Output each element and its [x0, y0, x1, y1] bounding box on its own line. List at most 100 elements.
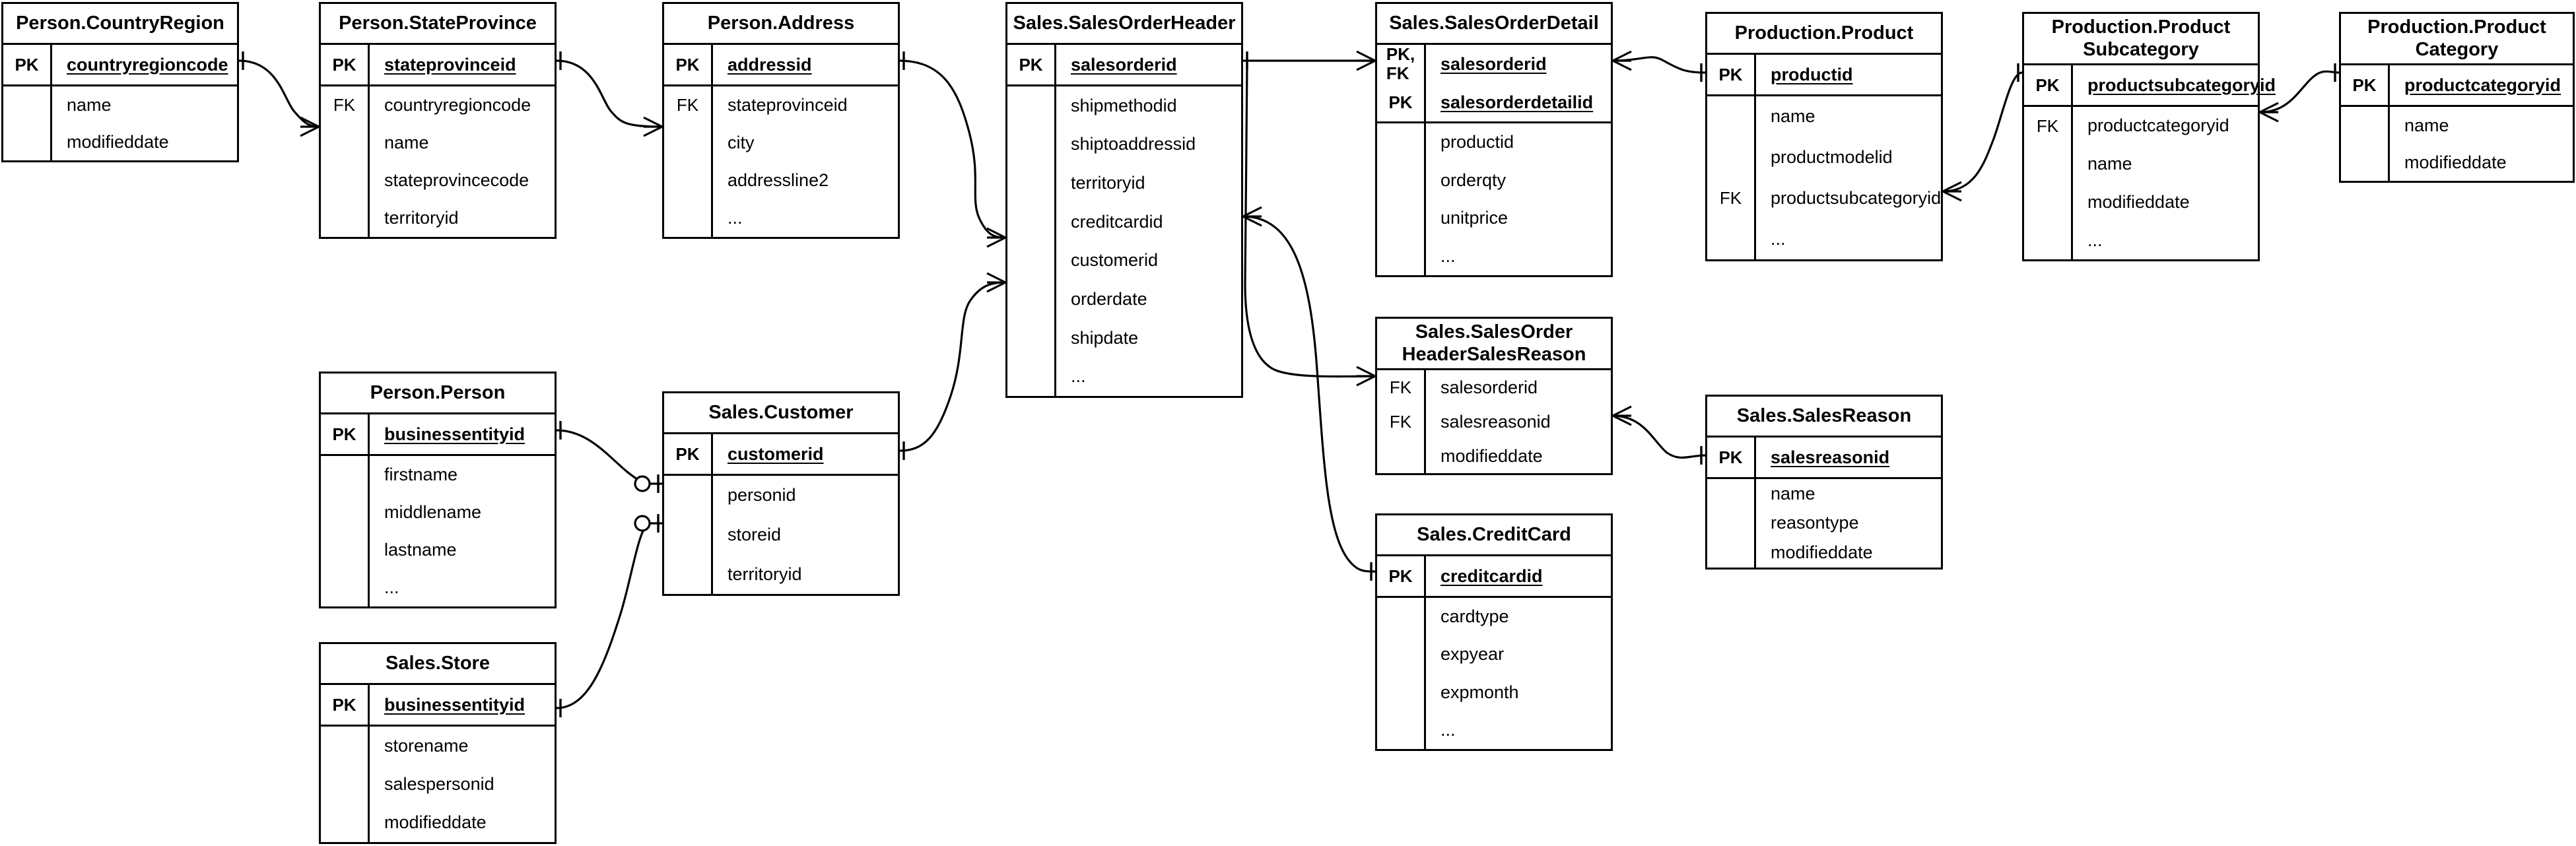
attribute-column: productsubcategoryid — [2073, 65, 2285, 105]
key-label — [664, 515, 711, 555]
key-label — [1707, 96, 1754, 137]
attribute-column: addressid — [713, 45, 898, 84]
key-label — [1007, 357, 1054, 396]
attribute-column: businessentityid — [370, 685, 555, 725]
entity-title: Sales.Customer — [664, 393, 898, 434]
attribute-name: productcategoryid — [2404, 75, 2561, 95]
edge-product-productsubcategory — [1942, 71, 2023, 193]
key-label — [321, 494, 368, 531]
attribute-name: lastname — [384, 540, 457, 560]
attribute-name: name — [67, 94, 112, 115]
attribute-name: shipmethodid — [1071, 95, 1177, 115]
key-label: FK — [333, 95, 356, 115]
key-column: PK — [321, 414, 370, 454]
attribute-name: countryregioncode — [67, 54, 228, 75]
key-column — [1377, 598, 1426, 749]
key-label — [1377, 439, 1424, 473]
key-label — [1707, 137, 1754, 178]
entity-title: Production.Product Subcategory — [2024, 14, 2258, 65]
key-label — [3, 86, 50, 123]
key-label — [1007, 125, 1054, 164]
key-label — [1377, 199, 1424, 238]
attribute-name: stateprovincecode — [384, 170, 529, 190]
attribute-name: businessentityid — [384, 424, 525, 444]
edge-salesorderheader-sohsalesreason — [1244, 62, 1376, 378]
attribute-name: modifieddate — [1771, 542, 1873, 563]
attribute-name: salesreasonid — [1771, 447, 1890, 467]
key-column — [1377, 123, 1426, 275]
entity-title: Sales.SalesOrder HeaderSalesReason — [1377, 319, 1611, 370]
key-column: PK — [2024, 65, 2073, 105]
key-label — [2341, 144, 2388, 181]
edge-countryregion-stateprovince — [238, 59, 320, 128]
edge-stateprovince-address — [556, 59, 663, 128]
attribute-name: territoryid — [1071, 173, 1145, 193]
key-label — [1007, 319, 1054, 358]
key-label: PK — [1388, 92, 1413, 112]
attribute-column: stateprovinceid — [370, 45, 555, 84]
edge-salesorderdetail-product — [1612, 56, 1706, 74]
attribute-name: ... — [728, 208, 743, 228]
key-label — [1377, 635, 1424, 673]
attribute-name: cardtype — [1441, 606, 1509, 627]
entity-title: Sales.Store — [321, 644, 555, 685]
key-column — [321, 456, 370, 606]
attribute-column: countryregioncode — [52, 45, 238, 84]
key-column — [664, 476, 713, 594]
key-column: PK — [321, 685, 370, 725]
crowsfoot-stateprovince — [300, 116, 320, 137]
key-label — [664, 554, 711, 594]
key-column: PK — [1707, 438, 1756, 477]
key-label — [2024, 221, 2071, 259]
key-label — [664, 476, 711, 515]
attribute-name: salespersonid — [384, 773, 494, 794]
attribute-name: stateprovinceid — [728, 95, 848, 115]
edge-address-salesorderheader — [899, 59, 1006, 239]
key-label — [321, 569, 368, 606]
key-label: PK — [2035, 75, 2060, 95]
attribute-name: ... — [1441, 245, 1456, 266]
key-label — [2024, 145, 2071, 183]
attribute-name: businessentityid — [384, 694, 525, 715]
attribute-name: creditcardid — [1071, 211, 1163, 232]
crowsfoot-salesorderdetail-product — [1612, 50, 1632, 71]
zero-marker-customer-store — [634, 515, 651, 532]
key-label — [321, 727, 368, 765]
attribute-column: productcategoryid — [2390, 65, 2573, 105]
key-label — [1377, 238, 1424, 276]
key-label — [321, 124, 368, 162]
attribute-name: ... — [1071, 366, 1086, 387]
attribute-name: stateprovinceid — [384, 54, 516, 75]
key-label — [1007, 280, 1054, 319]
attribute-name: shipdate — [1071, 327, 1139, 348]
key-column: FK — [321, 86, 370, 237]
